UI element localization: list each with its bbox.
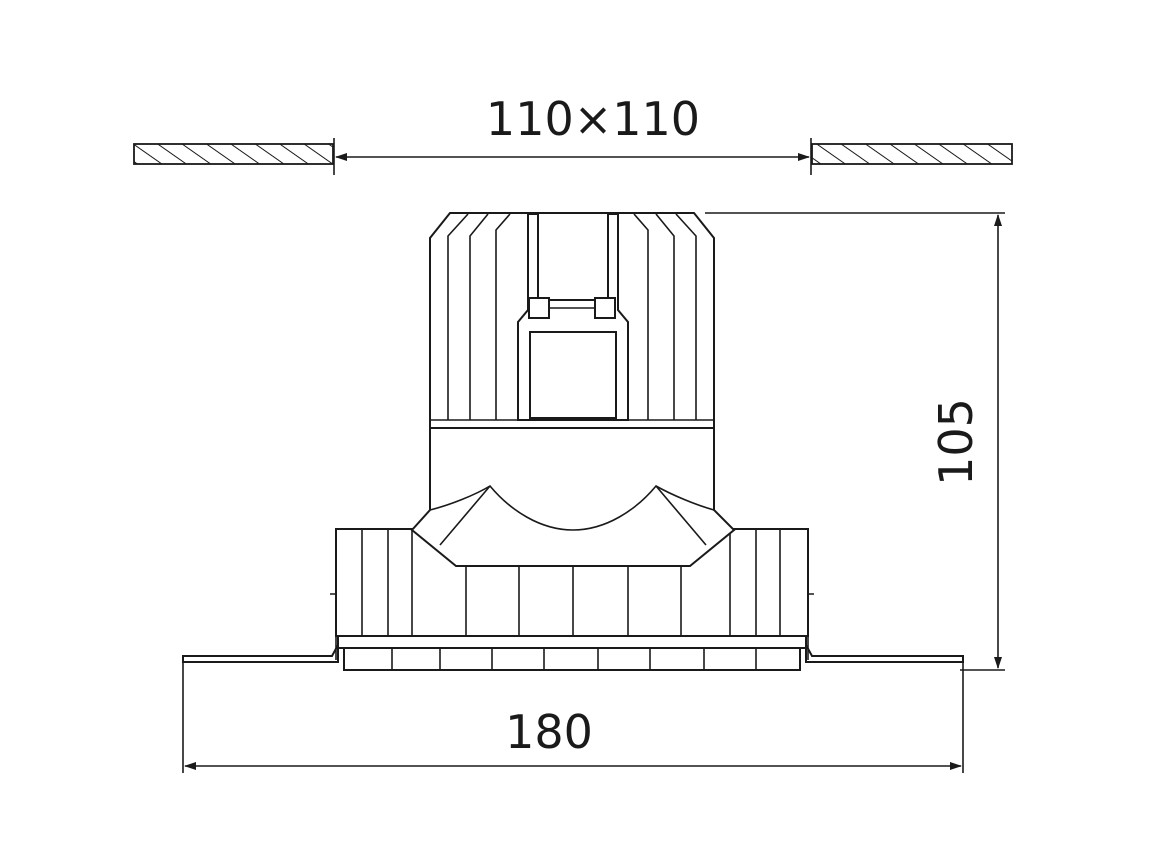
cutout-dimension-label: 110×110: [486, 92, 700, 146]
height-dimension-label: 105: [929, 398, 983, 486]
height-dimension: 105: [705, 212, 1005, 671]
downlight-fixture: [182, 212, 964, 671]
ceiling-section-left: [133, 143, 334, 165]
width-dimension: 180: [182, 660, 964, 773]
ceiling-section-right: [811, 143, 1013, 165]
trim-grooves: [361, 530, 781, 670]
width-dimension-label: 180: [505, 705, 593, 759]
spring-clip-right: [594, 297, 616, 319]
fixture-collar: [410, 427, 736, 567]
cutout-dimension: 110×110: [333, 92, 812, 175]
spring-clip-left: [528, 297, 550, 319]
